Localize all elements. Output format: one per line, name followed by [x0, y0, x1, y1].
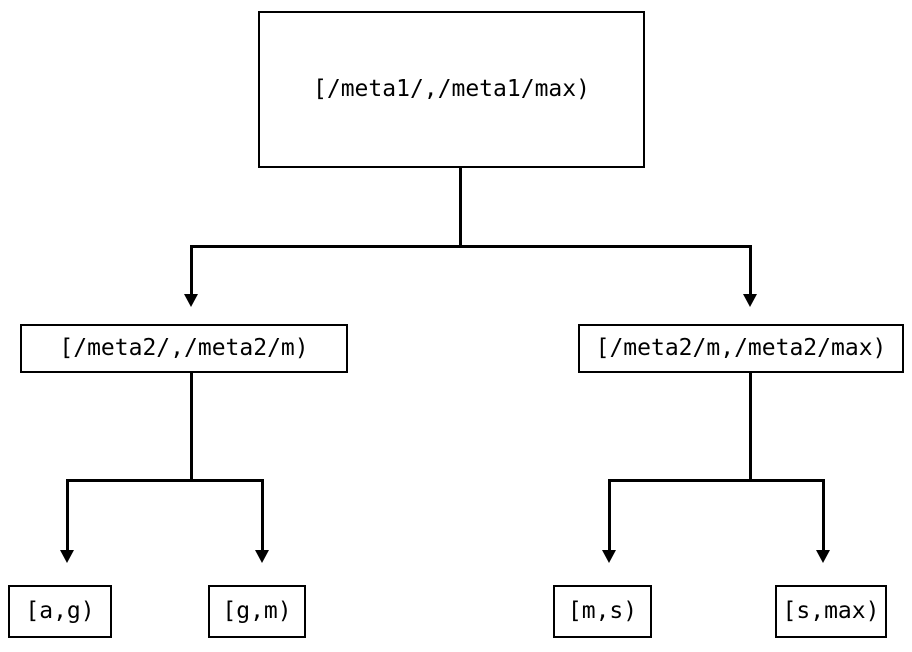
- arrowhead-down-icon: [60, 550, 74, 563]
- node-mid-left[interactable]: [/meta2/,/meta2/m): [20, 324, 348, 373]
- arrowhead-down-icon: [184, 294, 198, 307]
- edge-mid-left-bus: [66, 479, 264, 482]
- arrowhead-down-icon: [255, 550, 269, 563]
- node-mid-right[interactable]: [/meta2/m,/meta2/max): [578, 324, 904, 373]
- node-leaf-1[interactable]: [a,g): [8, 585, 112, 638]
- edge-mid-right-to-leaf-4: [822, 479, 825, 551]
- edge-root-bus: [190, 245, 752, 248]
- edge-mid-left-to-leaf-2: [261, 479, 264, 551]
- node-root[interactable]: [/meta1/,/meta1/max): [258, 11, 645, 168]
- node-leaf-2[interactable]: [g,m): [208, 585, 306, 638]
- node-leaf-4[interactable]: [s,max): [775, 585, 887, 638]
- arrowhead-down-icon: [816, 550, 830, 563]
- node-root-label: [/meta1/,/meta1/max): [313, 76, 590, 102]
- node-leaf-3[interactable]: [m,s): [553, 585, 652, 638]
- edge-root-to-mid-left: [190, 245, 193, 295]
- edge-mid-left-stem: [190, 373, 193, 481]
- edge-mid-right-bus: [608, 479, 825, 482]
- arrowhead-down-icon: [602, 550, 616, 563]
- edge-root-to-mid-right: [749, 245, 752, 295]
- edge-mid-right-stem: [749, 373, 752, 481]
- edge-root-stem: [459, 168, 462, 247]
- edge-mid-left-to-leaf-1: [66, 479, 69, 551]
- node-leaf-4-label: [s,max): [782, 598, 880, 624]
- node-leaf-2-label: [g,m): [222, 598, 292, 624]
- node-leaf-3-label: [m,s): [567, 598, 638, 624]
- node-leaf-1-label: [a,g): [25, 598, 95, 624]
- node-mid-left-label: [/meta2/,/meta2/m): [59, 335, 309, 361]
- node-mid-right-label: [/meta2/m,/meta2/max): [595, 335, 887, 361]
- edge-mid-right-to-leaf-3: [608, 479, 611, 551]
- arrowhead-down-icon: [743, 294, 757, 307]
